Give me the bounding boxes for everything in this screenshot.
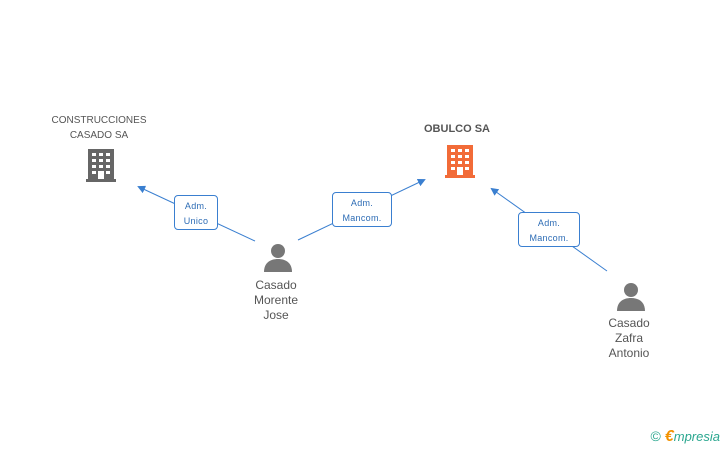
empresia-logo: ©€mpresia: [651, 428, 720, 446]
person-name-jose: Casado Morente Jose: [253, 278, 299, 322]
relation-label-adm-mancom[interactable]: Adm. Mancom.: [518, 212, 580, 247]
company-name-obulco: OBULCO SA: [424, 123, 490, 135]
empresia-wordmark: mpresia: [673, 429, 720, 444]
building-icon: [445, 145, 475, 178]
company-name-construcciones: CONSTRUCCIONES CASADO SA: [51, 115, 147, 141]
person-icon: [264, 244, 292, 272]
copyright-symbol: ©: [650, 428, 661, 444]
person-name-antonio: Casado Zafra Antonio: [608, 316, 650, 360]
building-icon: [86, 149, 116, 182]
relation-label-adm-unico[interactable]: Adm. Unico: [174, 195, 218, 230]
relation-label-adm-mancom[interactable]: Adm. Mancom.: [332, 192, 392, 227]
person-icon: [617, 283, 645, 311]
empresia-e-mark: €: [664, 428, 674, 445]
